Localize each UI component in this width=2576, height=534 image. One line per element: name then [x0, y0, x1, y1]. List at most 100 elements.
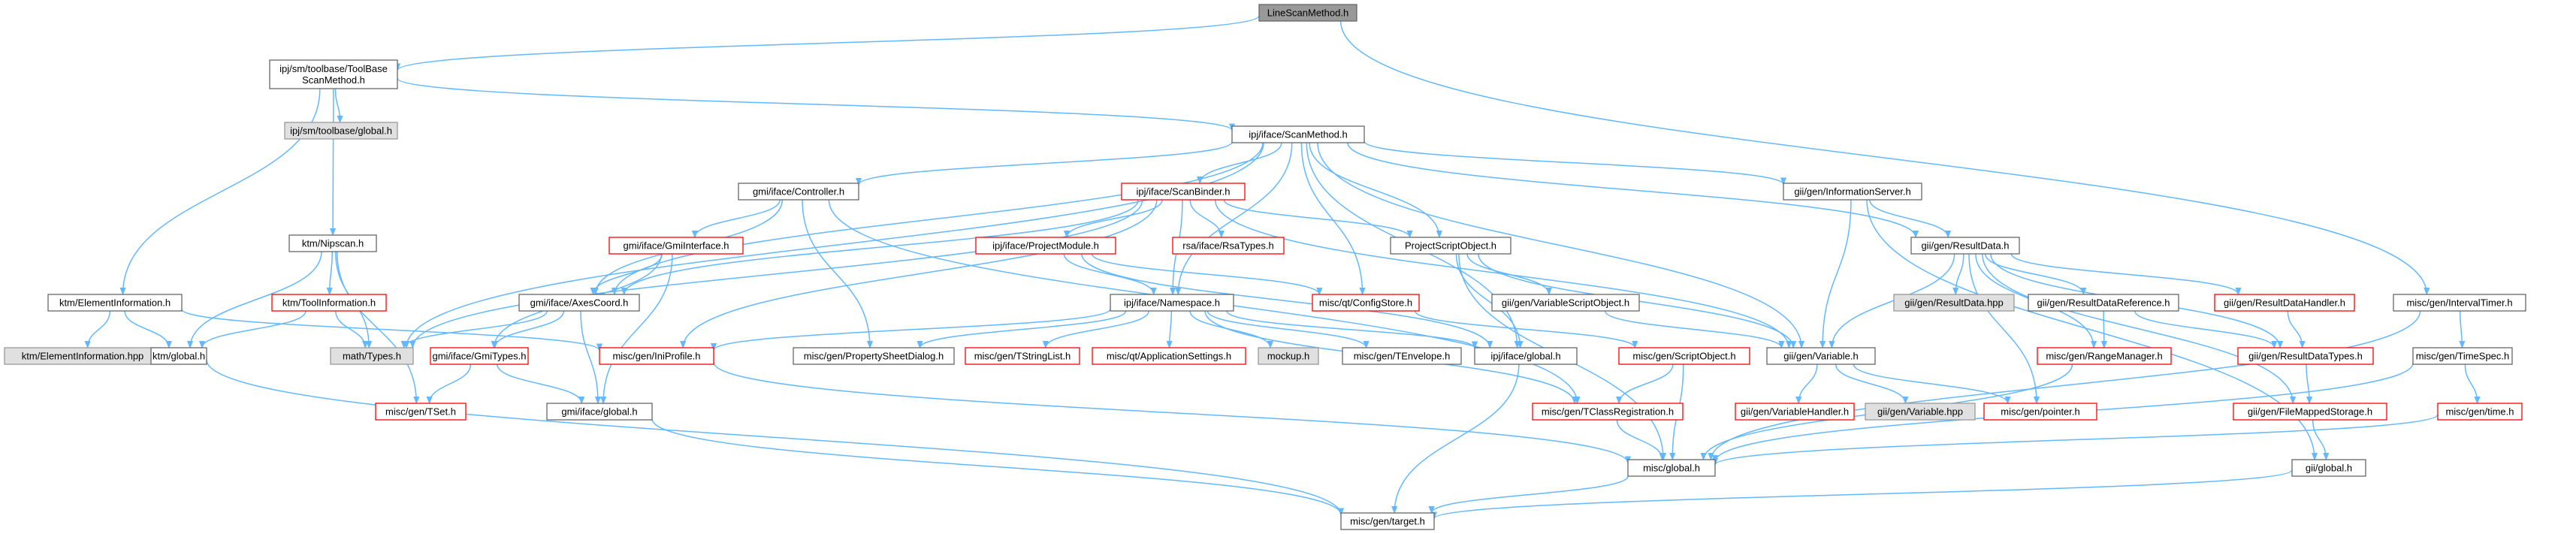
node-label: ipj/iface/global.h: [1490, 351, 1560, 362]
edge-n46-to-n33: [1434, 469, 2293, 520]
node-n26[interactable]: ipj/iface/global.h: [1474, 347, 1578, 365]
node-box: [793, 347, 955, 365]
node-n48[interactable]: misc/gen/TimeSpec.h: [2412, 347, 2513, 365]
node-n11[interactable]: gmi/iface/GmiInterface.h: [609, 237, 744, 255]
edge-n7-to-n15: [336, 251, 417, 403]
node-n33[interactable]: misc/gen/target.h: [1340, 512, 1435, 530]
edge-n20-to-n23: [1170, 310, 1172, 348]
node-n32[interactable]: misc/global.h: [1627, 459, 1716, 477]
edge-n3-to-n39: [1347, 142, 1916, 238]
edge-n13-to-n14: [497, 364, 581, 404]
edge-n3-to-n10: [859, 141, 1233, 186]
node-n46[interactable]: gii/global.h: [2291, 459, 2366, 477]
node-label: ipj/iface/ProjectModule.h: [992, 240, 1099, 252]
node-label: misc/gen/TSet.h: [385, 406, 456, 418]
node-box: [1910, 237, 2020, 255]
node-n40[interactable]: gii/gen/ResultData.hpp: [1893, 294, 2015, 312]
node-n15[interactable]: misc/gen/TSet.h: [375, 403, 467, 421]
edge-n34-to-n39: [1869, 199, 1948, 238]
node-n41[interactable]: gii/gen/ResultDataReference.h: [2028, 294, 2179, 312]
edge-n45-to-n46: [2312, 419, 2327, 460]
node-box: [546, 403, 653, 421]
node-n25[interactable]: misc/gen/TEnvelope.h: [1342, 347, 1462, 365]
node-box: [599, 347, 714, 365]
node-n43[interactable]: gii/gen/ResultDataHandler.h: [2214, 294, 2355, 312]
node-box: [1121, 183, 1246, 201]
edge-n20-to-n26: [1226, 310, 1475, 349]
edge-n13-to-n15: [430, 364, 472, 404]
node-n20[interactable]: ipj/iface/Namespace.h: [1110, 294, 1234, 312]
edge-n11-to-n12: [593, 253, 663, 295]
node-n27[interactable]: misc/qt/ConfigStore.h: [1312, 294, 1420, 312]
edge-n26-to-n33: [1394, 364, 1520, 513]
edge-n20-to-n21: [920, 310, 1127, 348]
node-n3[interactable]: ipj/iface/ScanMethod.h: [1231, 125, 1365, 143]
edge-n0-to-n1: [397, 15, 1260, 71]
node-n49[interactable]: misc/gen/time.h: [2437, 403, 2523, 421]
node-n14[interactable]: gmi/iface/global.h: [546, 403, 653, 421]
node-n35[interactable]: gii/gen/Variable.h: [1766, 347, 1876, 365]
edge-n3-to-n28: [1309, 142, 1439, 237]
node-n28[interactable]: ProjectScriptObject.h: [1390, 237, 1511, 255]
node-label: gii/gen/InformationServer.h: [1794, 186, 1910, 198]
node-box: [1231, 125, 1365, 143]
node-label: gmi/iface/GmiInterface.h: [624, 240, 729, 252]
edge-n20-to-n22: [1046, 310, 1149, 348]
node-label: gii/gen/ResultDataHandler.h: [2224, 297, 2345, 309]
node-label: LineScanMethod.h: [1267, 8, 1348, 19]
node-n9[interactable]: math/Types.h: [330, 347, 414, 365]
node-n0[interactable]: LineScanMethod.h: [1258, 4, 1357, 22]
node-n23[interactable]: misc/qt/ApplicationSettings.h: [1092, 347, 1246, 365]
node-label: gii/gen/VariableScriptObject.h: [1502, 297, 1629, 309]
node-n24[interactable]: mockup.h: [1258, 347, 1319, 365]
node-n8[interactable]: ktm/ToolInformation.h: [271, 294, 387, 312]
node-n4[interactable]: ktm/ElementInformation.h: [47, 294, 183, 312]
node-n12[interactable]: gmi/iface/AxesCoord.h: [518, 294, 640, 312]
node-n2[interactable]: ipj/sm/toolbase/global.h: [284, 122, 398, 140]
node-label: misc/gen/time.h: [2445, 406, 2514, 418]
edge-n4-to-n5: [88, 310, 111, 348]
node-label: misc/global.h: [1643, 463, 1700, 474]
node-n6[interactable]: ktm/global.h: [150, 347, 207, 365]
node-n5[interactable]: ktm/ElementInformation.hpp: [4, 347, 162, 365]
edge-n1-to-n3: [397, 77, 1232, 131]
node-n16[interactable]: misc/gen/IniProfile.h: [599, 347, 714, 365]
node-label: ktm/global.h: [153, 351, 205, 362]
node-n34[interactable]: gii/gen/InformationServer.h: [1783, 183, 1922, 201]
node-label: misc/qt/ConfigStore.h: [1319, 297, 1412, 309]
node-label: ipj/sm/toolbase/global.h: [290, 125, 392, 137]
node-n17[interactable]: ipj/iface/ScanBinder.h: [1121, 183, 1246, 201]
node-n19[interactable]: rsa/iface/RsaTypes.h: [1172, 237, 1285, 255]
node-n18[interactable]: ipj/iface/ProjectModule.h: [975, 237, 1116, 255]
node-n42[interactable]: misc/gen/RangeManager.h: [2037, 347, 2172, 365]
node-n47[interactable]: misc/gen/IntervalTimer.h: [2393, 294, 2526, 312]
node-box: [1627, 459, 1716, 477]
edge-n29-to-n35: [1604, 310, 1782, 348]
node-box: [2233, 403, 2387, 421]
node-box: [2028, 294, 2179, 312]
node-n38[interactable]: misc/gen/pointer.h: [1983, 403, 2097, 421]
node-n39[interactable]: gii/gen/ResultData.h: [1910, 237, 2020, 255]
node-label: ipj/sm/toolbase/ToolBase: [279, 63, 388, 74]
node-n44[interactable]: gii/gen/ResultDataTypes.h: [2237, 347, 2374, 365]
node-n7[interactable]: ktm/Nipscan.h: [288, 234, 377, 252]
node-n21[interactable]: misc/gen/PropertySheetDialog.h: [793, 347, 955, 365]
edge-n31-to-n32: [1616, 419, 1662, 460]
node-n31[interactable]: misc/gen/TClassRegistration.h: [1532, 403, 1684, 421]
node-n29[interactable]: gii/gen/VariableScriptObject.h: [1491, 294, 1640, 312]
node-n36[interactable]: gii/gen/VariableHandler.h: [1735, 403, 1855, 421]
node-n37[interactable]: gii/gen/Variable.hpp: [1865, 403, 1976, 421]
node-n10[interactable]: gmi/iface/Controller.h: [738, 183, 859, 201]
node-n22[interactable]: misc/gen/TStringList.h: [965, 347, 1080, 365]
edge-n39-to-n35: [1832, 253, 1955, 348]
node-box: [1766, 347, 1876, 365]
node-n13[interactable]: gmi/iface/GmiTypes.h: [430, 347, 529, 365]
node-n45[interactable]: gii/gen/FileMappedStorage.h: [2233, 403, 2387, 421]
node-n30[interactable]: misc/gen/ScriptObject.h: [1618, 347, 1750, 365]
node-box: [1865, 403, 1976, 421]
edge-n3-to-n12: [615, 142, 1264, 294]
node-label: misc/gen/TClassRegistration.h: [1542, 406, 1674, 418]
node-box: [269, 59, 398, 89]
edge-n7-to-n6: [190, 251, 322, 348]
